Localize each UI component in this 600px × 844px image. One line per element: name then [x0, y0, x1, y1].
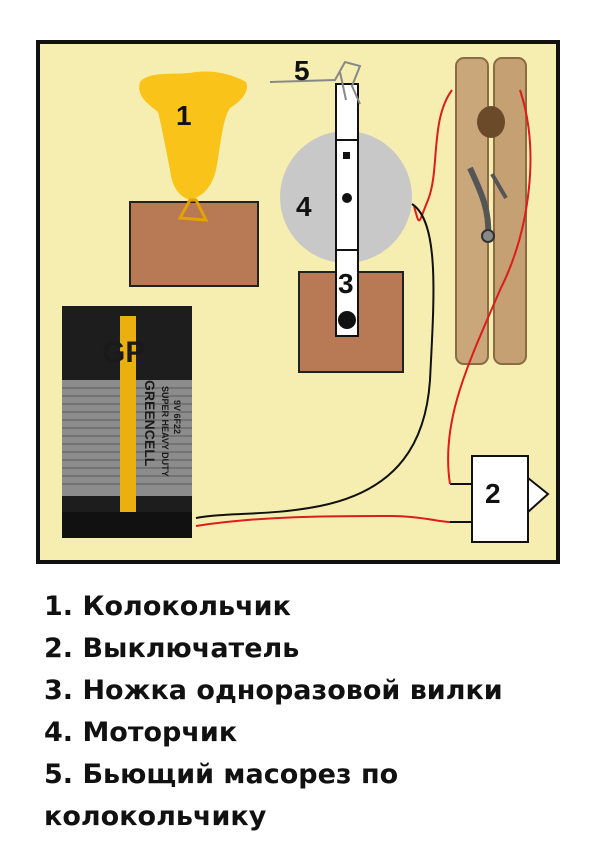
battery: GP GREENCELL SUPER HEAVY DUTY 9V 6F22: [62, 306, 192, 538]
bell-mount-block: [129, 201, 259, 287]
battery-brand: GREENCELL: [142, 380, 158, 467]
circuit-diagram: 1 4 3 5 2 GP: [36, 40, 560, 564]
legend-item-striker: 5. Бьющий масорез по колокольчику: [44, 759, 399, 832]
legend-item-fork-leg: 3. Ножка одноразовой вилки: [44, 675, 503, 706]
label-fork-leg: 3: [338, 268, 354, 299]
legend: 1. Колокольчик 2. Выключатель 3. Ножка о…: [44, 586, 574, 838]
fork-leg-hole-bottom: [338, 311, 356, 329]
striker: [269, 60, 362, 105]
label-motor: 4: [296, 191, 312, 222]
battery-spec: SUPER HEAVY DUTY: [160, 386, 170, 477]
battery-model: 9V 6F22: [172, 400, 182, 434]
switch: [471, 455, 550, 543]
label-switch: 2: [485, 478, 501, 509]
label-bell: 1: [176, 100, 192, 131]
fork-leg-slot: [335, 139, 359, 251]
wire-red-battery: [195, 514, 451, 527]
legend-item-switch: 2. Выключатель: [44, 633, 300, 664]
bell-hook: [177, 198, 209, 222]
fork-leg-hole: [342, 193, 352, 203]
bell: [139, 71, 247, 201]
label-striker: 5: [294, 55, 310, 86]
wire-red-right: [447, 89, 532, 485]
battery-logo: GP: [102, 336, 145, 369]
wire-black-motor: [195, 203, 435, 519]
legend-item-bell: 1. Колокольчик: [44, 591, 291, 622]
wire-red-top: [413, 89, 453, 222]
legend-item-motor: 4. Моторчик: [44, 717, 238, 748]
fork-leg-hole-square: [343, 152, 350, 159]
